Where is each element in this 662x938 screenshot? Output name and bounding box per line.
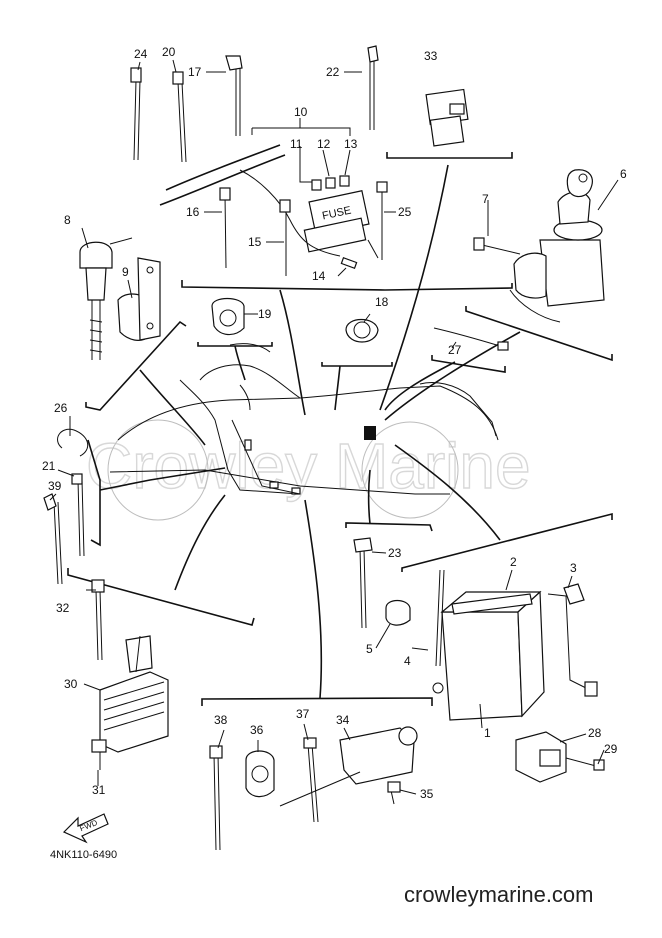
callout-35: 35 — [420, 787, 434, 801]
drawing-code: 4NK110-6490 — [50, 849, 117, 861]
callout-4: 4 — [404, 654, 411, 668]
callout-8: 8 — [64, 213, 71, 227]
callout-34: 34 — [336, 713, 350, 727]
callout-30: 30 — [64, 677, 78, 691]
callout-29: 29 — [604, 742, 618, 756]
callout-18: 18 — [375, 295, 389, 309]
relay-unit — [425, 88, 469, 147]
callout-36: 36 — [250, 723, 264, 737]
callout-21: 21 — [42, 459, 56, 473]
callout-20: 20 — [162, 45, 176, 59]
callout-13: 13 — [344, 137, 358, 151]
bottom-assembly — [209, 726, 605, 851]
callout-19: 19 — [258, 307, 272, 321]
callout-25: 25 — [398, 205, 412, 219]
clamp-parts — [43, 297, 509, 585]
callout-38: 38 — [214, 713, 228, 727]
callout-6: 6 — [620, 167, 627, 181]
callout-14: 14 — [312, 269, 326, 283]
callout-24: 24 — [134, 47, 148, 61]
callout-17: 17 — [188, 65, 202, 79]
fan-out-lines — [67, 144, 613, 706]
callout-11: 11 — [290, 137, 303, 151]
cable-ties-top — [130, 45, 379, 163]
left-cluster-parts — [79, 237, 161, 360]
callout-9: 9 — [122, 265, 129, 279]
callout-26: 26 — [54, 401, 68, 415]
callout-39: 39 — [48, 479, 62, 493]
fuse-box-assembly: FUSE — [219, 118, 388, 276]
callout-15: 15 — [248, 235, 262, 249]
callout-5: 5 — [366, 642, 373, 656]
callout-37: 37 — [296, 707, 310, 721]
callout-31: 31 — [92, 783, 106, 797]
callout-23: 23 — [388, 546, 402, 560]
callout-28: 28 — [588, 726, 602, 740]
callout-3: 3 — [570, 561, 577, 575]
callout-2: 2 — [510, 555, 517, 569]
callout-32: 32 — [56, 601, 70, 615]
battery-assembly — [353, 537, 598, 721]
callout-12: 12 — [317, 137, 331, 151]
watermark: Crowley Marine — [86, 430, 531, 502]
callout-33: 33 — [424, 49, 438, 63]
callout-7: 7 — [482, 192, 489, 206]
main-switch-assembly — [473, 169, 605, 323]
callout-16: 16 — [186, 205, 200, 219]
callout-22: 22 — [326, 65, 340, 79]
fuse-box-label: FUSE — [321, 205, 352, 223]
callout-27: 27 — [448, 343, 462, 357]
callout-10: 10 — [294, 105, 308, 119]
site-url: crowleymarine.com — [404, 882, 594, 907]
rectifier-assembly — [91, 579, 169, 770]
callout-leaders — [49, 59, 619, 795]
callout-numbers: 1 2 3 4 5 6 7 8 9 10 11 12 13 14 15 16 1… — [42, 45, 627, 801]
fwd-arrow-icon: FWD — [62, 813, 109, 844]
callout-1: 1 — [484, 726, 491, 740]
